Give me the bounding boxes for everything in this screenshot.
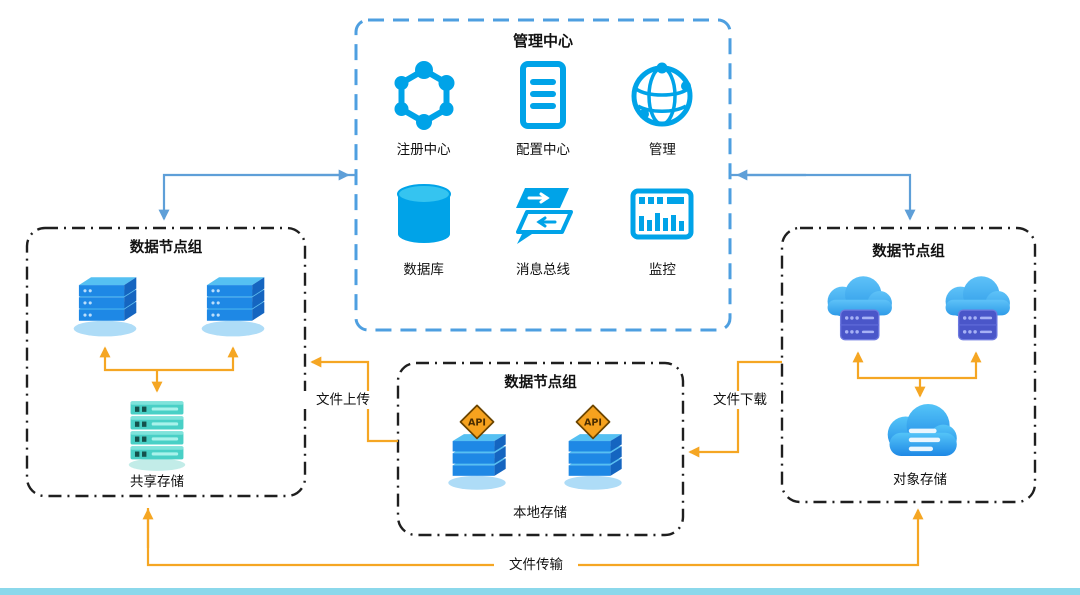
download-edge-label: 文件下载 [699,391,781,409]
blue-connector-left [158,173,356,221]
management-label: 管理 [648,142,676,158]
left-y-arrow-2 [157,346,239,372]
message-bus-icon [515,188,573,244]
message-bus-label: 消息总线 [515,262,570,278]
mc-item-database: 数据库 [364,176,483,278]
management-center-title: 管理中心 [512,32,573,50]
center-group-title: 数据节点组 [504,375,577,391]
database-icon [396,184,451,243]
config-center-label: 配置中心 [515,142,570,158]
object-storage-icon [878,395,962,465]
right-group-border [780,226,1037,504]
cloud-server-icon [818,272,898,350]
mc-item-message-bus: 消息总线 [483,176,602,278]
upload-edge-label: 文件上传 [303,391,383,409]
api-server-icon: API [437,403,517,493]
right-group-title: 数据节点组 [872,244,945,260]
monitor-label: 监控 [648,262,676,278]
management-globe-icon [631,62,693,127]
api-server-icon: API [553,403,633,493]
shared-storage-label: 共享存储 [130,474,184,490]
mc-item-monitor: 监控 [603,176,722,278]
shared-storage-icon [120,394,194,472]
object-storage-label: 对象存储 [893,472,947,488]
registry-center-icon [394,61,455,130]
right-y-arrow-1 [852,351,920,380]
left-group-border [25,226,307,498]
blue-connector-right [730,173,916,221]
monitor-icon [630,188,694,240]
bottom-edge-bar [0,588,1080,595]
mc-item-management: 管理 [603,56,722,158]
management-center-grid: 注册中心 配置中心 管理 [364,56,722,278]
left-group-title: 数据节点组 [129,240,203,256]
cloud-server-icon [936,272,1016,350]
api-badge-text: API [468,417,486,428]
server-stack-icon [65,265,145,340]
config-center-icon [519,61,566,129]
registry-center-label: 注册中心 [396,142,451,158]
transfer-edge-label: 文件传输 [494,556,578,574]
left-y-arrow-1 [99,346,157,372]
api-badge-text: API [584,417,602,428]
right-y-arrow-2 [920,351,982,380]
server-stack-icon [193,265,273,340]
database-label: 数据库 [403,262,444,278]
center-group-border [396,361,685,537]
mc-item-registry: 注册中心 [364,56,483,158]
mc-item-config: 配置中心 [483,56,602,158]
local-storage-label: 本地存储 [513,505,567,521]
